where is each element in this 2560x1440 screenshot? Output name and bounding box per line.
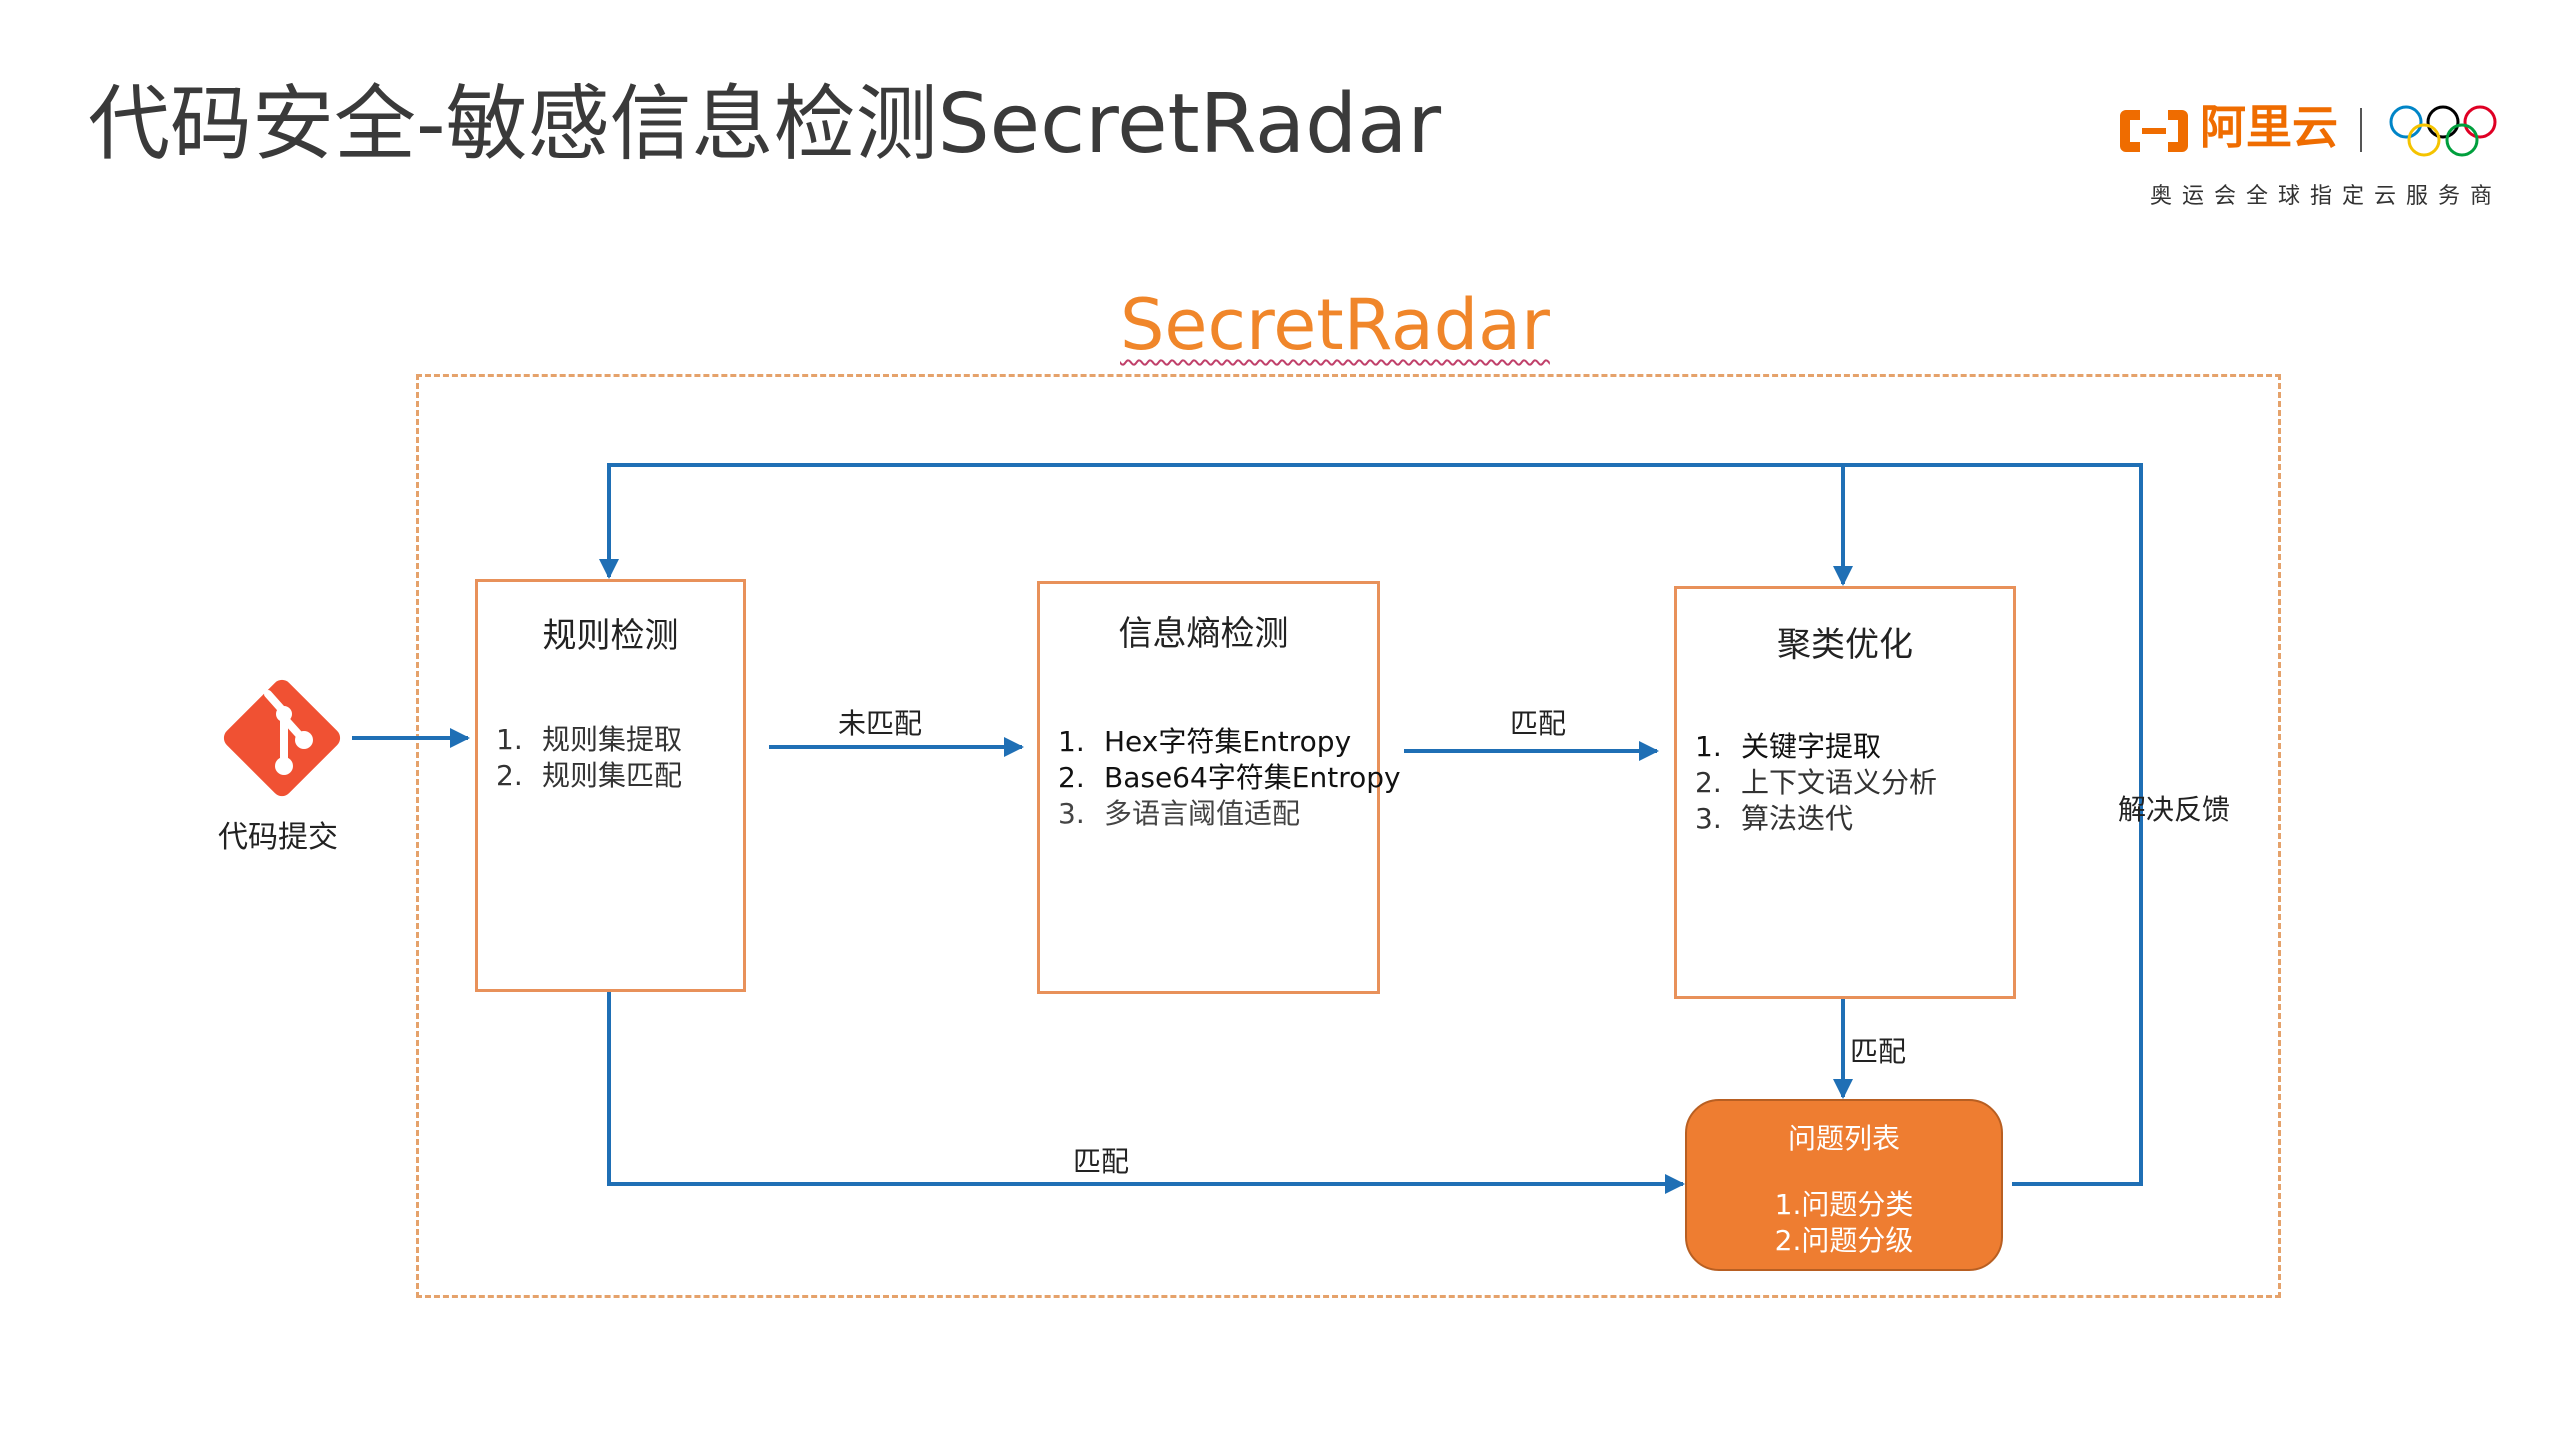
stage-clustering-optimization: 聚类优化 1. 关键字提取 2. 上下文语义分析 3. 算法迭代 — [1674, 586, 2016, 999]
stage-item-list: 1. Hex字符集Entropy 2. Base64字符集Entropy 3. 多语言… — [1058, 724, 1401, 832]
item-text: Base64字符集Entropy — [1104, 761, 1401, 794]
item-text: Hex字符集Entropy — [1104, 725, 1352, 758]
edge-feedback-loop — [599, 463, 2143, 1186]
edge-label-unmatched: 未匹配 — [838, 707, 923, 740]
edge-label-matched: 匹配 — [1510, 707, 1567, 740]
issue-list-box: 问题列表 1.问题分类 2.问题分级 — [1685, 1099, 2003, 1271]
stage-rule-detection: 规则检测 1. 规则集提取 2. 规则集匹配 — [475, 579, 746, 992]
stage-title: 规则检测 — [542, 616, 679, 656]
git-icon — [216, 672, 348, 808]
item-text: 关键字提取 — [1741, 730, 1882, 763]
stage-entropy-detection: 信息熵检测 1. Hex字符集Entropy 2. Base64字符集Entropy… — [1037, 581, 1401, 994]
page-title: 代码安全-敏感信息检测SecretRadar — [88, 77, 1442, 172]
list-item: 2. Base64字符集Entropy — [1058, 760, 1401, 796]
brand-name: 阿里云 — [2200, 100, 2338, 154]
item-number: 2. — [1695, 766, 1722, 799]
list-item: 1. Hex字符集Entropy — [1058, 724, 1401, 760]
list-item: 2. 上下文语义分析 — [1695, 765, 1937, 801]
list-item: 1. 关键字提取 — [1695, 729, 1937, 765]
secretradar-boundary — [416, 374, 2281, 1298]
commit-label: 代码提交 — [218, 820, 338, 855]
aliyun-logo-icon — [2118, 106, 2190, 160]
edge-rules-to-result — [607, 992, 1685, 1194]
issue-list-items: 1.问题分类 2.问题分级 — [1687, 1187, 2001, 1259]
item-number: 3. — [1058, 797, 1085, 830]
stage-title: 信息熵检测 — [1118, 614, 1289, 654]
item-number: 2. — [1058, 761, 1085, 794]
olympic-rings-icon — [2388, 104, 2500, 164]
item-text: 规则集匹配 — [542, 759, 683, 792]
brand-tagline: 奥运会全球指定云服务商 — [2150, 184, 2503, 209]
issue-list-title: 问题列表 — [1787, 1122, 1900, 1155]
list-item: 2. 规则集匹配 — [496, 758, 682, 794]
brand-divider — [2360, 108, 2362, 152]
edge-label-matched: 匹配 — [1073, 1145, 1130, 1178]
item-number: 1. — [496, 723, 523, 756]
item-number: 1. — [1695, 730, 1722, 763]
item-text: 算法迭代 — [1741, 802, 1854, 835]
stage-title: 聚类优化 — [1777, 625, 1913, 665]
list-item: 2.问题分级 — [1774, 1224, 1914, 1257]
item-text: 上下文语义分析 — [1741, 766, 1938, 799]
item-number: 3. — [1695, 802, 1722, 835]
item-number: 2. — [496, 759, 523, 792]
diagram-title: SecretRadar — [1120, 284, 1550, 366]
list-item: 1. 规则集提取 — [496, 722, 682, 758]
item-number: 1. — [1058, 725, 1085, 758]
edge-label-feedback: 解决反馈 — [2118, 793, 2231, 826]
list-item: 3. 多语言阈值适配 — [1058, 796, 1401, 832]
edge-label-matched: 匹配 — [1850, 1035, 1907, 1068]
stage-item-list: 1. 关键字提取 2. 上下文语义分析 3. 算法迭代 — [1695, 729, 1937, 837]
item-text: 多语言阈值适配 — [1104, 797, 1301, 830]
list-item: 1.问题分类 — [1774, 1188, 1914, 1221]
item-text: 规则集提取 — [542, 723, 683, 756]
stage-item-list: 1. 规则集提取 2. 规则集匹配 — [496, 722, 682, 794]
list-item: 3. 算法迭代 — [1695, 801, 1937, 837]
